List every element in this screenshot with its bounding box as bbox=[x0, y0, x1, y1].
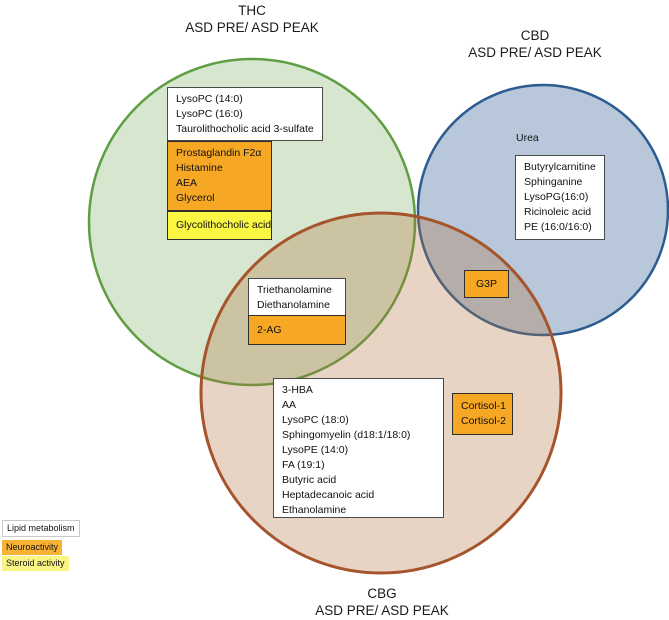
cbd-lipid-box: Butyrylcarnitine Sphinganine LysoPG(16:0… bbox=[515, 155, 605, 240]
metabolite-label: Taurolithocholic acid 3-sulfate bbox=[176, 123, 314, 135]
cbd-title: CBD ASD PRE/ ASD PEAK bbox=[385, 27, 669, 61]
cbg-title-name: CBG bbox=[367, 586, 397, 601]
thc-title-name: THC bbox=[238, 3, 266, 18]
thc-title: THC ASD PRE/ ASD PEAK bbox=[102, 2, 402, 36]
cbd-title-subtitle: ASD PRE/ ASD PEAK bbox=[468, 45, 602, 60]
cbg-title-subtitle: ASD PRE/ ASD PEAK bbox=[315, 603, 449, 618]
metabolite-label: Triethanolamine bbox=[257, 284, 332, 296]
metabolite-label: LysoPE (14:0) bbox=[282, 444, 349, 456]
metabolite-label: Butyric acid bbox=[282, 474, 337, 486]
metabolite-label: G3P bbox=[475, 277, 497, 290]
metabolite-label: Histamine bbox=[176, 162, 223, 174]
metabolite-label: AA bbox=[282, 399, 297, 411]
metabolite-label: Cortisol-1 bbox=[461, 400, 506, 412]
metabolite-label: 2-AG bbox=[257, 323, 282, 336]
metabolite-label: Glycerol bbox=[176, 192, 215, 204]
metabolite-label: AEA bbox=[176, 177, 198, 189]
metabolite-label: Sphingomyelin (d18:1/18:0) bbox=[282, 429, 411, 441]
metabolite-label: Sphinganine bbox=[524, 176, 583, 188]
legend-lipid-metabolism: Lipid metabolism bbox=[2, 520, 80, 537]
metabolite-label: Prostaglandin F2α bbox=[176, 147, 262, 159]
cbd-title-name: CBD bbox=[520, 28, 550, 43]
legend-neuroactivity: Neuroactivity bbox=[2, 540, 63, 555]
legend-steroid-activity: Steroid activity bbox=[2, 556, 69, 571]
metabolite-label: LysoPC (18:0) bbox=[282, 414, 349, 426]
cbg-lipid-box: 3-HBA AA LysoPC (18:0) Sphingomyelin (d1… bbox=[273, 378, 444, 518]
metabolite-label: LysoPG(16:0) bbox=[524, 191, 589, 203]
thc-title-subtitle: ASD PRE/ ASD PEAK bbox=[185, 20, 319, 35]
metabolite-label: Ricinoleic acid bbox=[524, 206, 592, 218]
metabolite-label: LysoPC (14:0) bbox=[176, 93, 243, 105]
thc-steroid-box: Glycolithocholic acid bbox=[167, 211, 272, 240]
cbd-urea-label: Urea bbox=[516, 132, 539, 144]
metabolite-label: FA (19:1) bbox=[282, 459, 325, 471]
cbg-title: CBG ASD PRE/ ASD PEAK bbox=[232, 585, 532, 619]
metabolite-label: Butyrylcarnitine bbox=[524, 161, 596, 173]
thc-lipid-box: LysoPC (14:0) LysoPC (16:0) Taurolithoch… bbox=[167, 87, 323, 141]
metabolite-label: LysoPC (16:0) bbox=[176, 108, 243, 120]
thc-neuro-box: Prostaglandin F2α Histamine AEA Glycerol bbox=[167, 141, 272, 211]
metabolite-label: Ethanolamine bbox=[282, 504, 347, 516]
metabolite-label: Cortisol-2 bbox=[461, 415, 506, 427]
cbd-cbg-neuro-box: G3P bbox=[464, 270, 509, 298]
cbg-neuro-box: Cortisol-1 Cortisol-2 bbox=[452, 393, 513, 435]
thc-cbg-lipid-box: Triethanolamine Diethanolamine bbox=[248, 278, 346, 316]
metabolite-label: Diethanolamine bbox=[257, 299, 330, 311]
thc-cbg-neuro-box: 2-AG bbox=[248, 315, 346, 345]
metabolite-label: 3-HBA bbox=[282, 384, 313, 396]
metabolite-label: Glycolithocholic acid bbox=[176, 219, 272, 231]
metabolite-label: Heptadecanoic acid bbox=[282, 489, 375, 501]
metabolite-label: PE (16:0/16:0) bbox=[524, 221, 592, 233]
